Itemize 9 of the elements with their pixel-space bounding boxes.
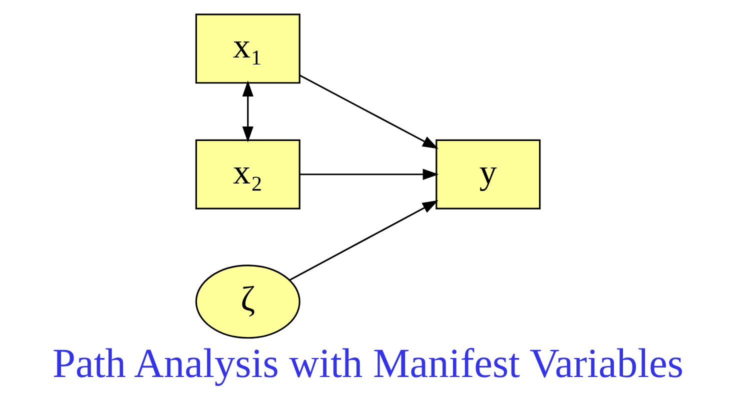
- caption: Path Analysis with Manifest Variables: [52, 340, 684, 386]
- node-box: x₂: [195, 139, 300, 210]
- arrow: [300, 168, 439, 180]
- node-box: y: [436, 139, 541, 210]
- arrow: [289, 200, 438, 281]
- node-ellipse: ζ: [195, 264, 300, 339]
- node-box: x₁: [195, 14, 300, 84]
- arrow: [299, 74, 438, 149]
- arrow: [242, 80, 254, 142]
